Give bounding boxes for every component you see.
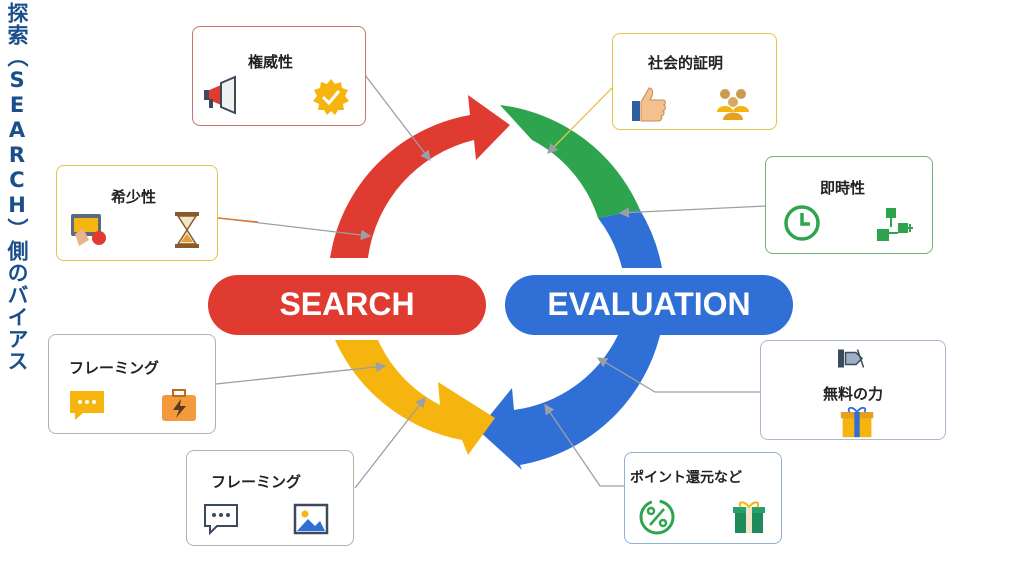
free-power-label: 無料の力 xyxy=(823,385,884,403)
connector-points xyxy=(544,403,628,487)
thumbs-up-icon xyxy=(632,87,666,122)
people-group-icon xyxy=(717,89,749,120)
limited-offer-icon xyxy=(71,214,106,246)
briefcase-lightning-icon xyxy=(162,389,196,421)
authority-box: 権威性 xyxy=(192,26,366,126)
clock-icon xyxy=(784,205,820,241)
points-box: ポイント還元など xyxy=(624,452,782,544)
image-frame-icon xyxy=(293,503,329,535)
connector-authority xyxy=(364,74,431,162)
scarcity-label: 希少性 xyxy=(111,188,157,206)
connector-scarcity-accent xyxy=(217,217,259,223)
immediacy-box: 即時性 xyxy=(765,156,933,254)
connector-framing-1 xyxy=(215,361,387,385)
immediacy-label: 即時性 xyxy=(820,179,866,197)
framing-2-label: フレーミング xyxy=(211,473,302,491)
framing-1-label: フレーミング xyxy=(69,359,160,377)
evaluation-arc-blue-upper xyxy=(598,210,662,268)
gift-box-icon xyxy=(840,406,874,438)
search-pill xyxy=(208,275,486,335)
megaphone-icon xyxy=(204,75,236,115)
connector-social-proof xyxy=(547,87,613,154)
badge-check-icon xyxy=(313,79,349,115)
connector-framing-2 xyxy=(354,396,426,489)
connector-free-power xyxy=(596,357,760,393)
evaluation-pill xyxy=(505,275,793,335)
search-arc-yellow xyxy=(335,340,495,455)
social-proof-label: 社会的証明 xyxy=(648,54,724,72)
side-title: 探索（SEARCH）側のバイアス xyxy=(5,2,29,372)
search-pill-text: SEARCH xyxy=(279,286,414,322)
scarcity-box: 希少性 xyxy=(56,165,218,261)
framing-box-2: フレーミング xyxy=(186,450,354,546)
evaluation-pill-text: EVALUATION xyxy=(547,286,750,322)
social-proof-box: 社会的証明 xyxy=(612,33,777,130)
evaluation-arc-blue-lower xyxy=(478,335,660,470)
evaluation-arc-green xyxy=(500,105,640,218)
chat-bubble-icon xyxy=(70,391,104,420)
framing-box-1: フレーミング xyxy=(48,334,216,434)
speech-bubble-icon xyxy=(204,504,238,536)
gift-bag-icon xyxy=(733,501,765,533)
points-label: ポイント還元など xyxy=(630,470,742,486)
hourglass-icon xyxy=(175,212,199,248)
percent-circle-icon xyxy=(639,499,675,535)
search-arc-red xyxy=(330,95,510,258)
free-power-box: 無料の力 xyxy=(760,340,946,440)
flowchart-icon xyxy=(877,208,913,241)
authority-label: 権威性 xyxy=(248,53,294,71)
connector-immediacy xyxy=(618,205,766,218)
price-tag-icon xyxy=(838,349,865,368)
